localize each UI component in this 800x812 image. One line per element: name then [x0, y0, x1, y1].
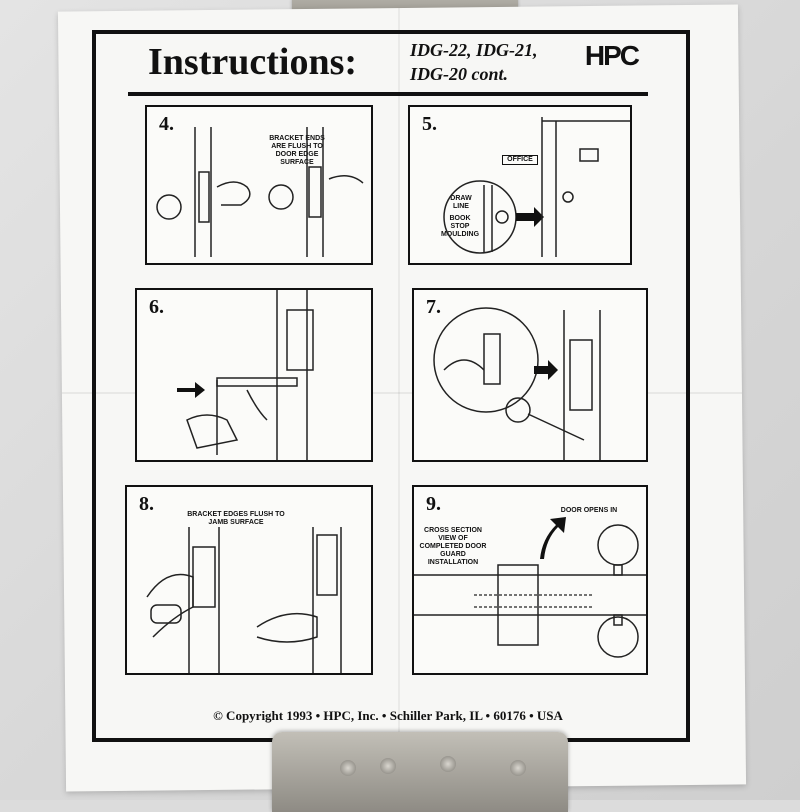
step-9-illustration: [414, 517, 646, 658]
rivet-icon: [440, 756, 456, 772]
step-note: DRAW LINE: [450, 195, 472, 210]
step-number: 4.: [159, 113, 174, 135]
step-note: DOOR OPENS IN: [560, 507, 618, 514]
step-6-illustration: [177, 290, 314, 460]
step-number: 8.: [139, 493, 154, 515]
step-panel-7: 7.: [412, 288, 648, 462]
step-panel-4: 4. BRACKET ENDS ARE FLUSH TO DOOR EDGE S…: [145, 105, 373, 265]
door-guard-hardware-bottom: [272, 732, 568, 812]
hpc-logo: HPC: [584, 40, 640, 71]
rivet-icon: [340, 760, 356, 776]
step-panel-8: 8. BRACKET EDGES FLUSH TO JAMB SURFACE: [125, 485, 373, 675]
step-note: CROSS SECTION VIEW OF COMPLETED DOOR GUA…: [419, 527, 487, 566]
sheet-title: Instructions:: [148, 41, 358, 83]
step-note: BRACKET ENDS ARE FLUSH TO DOOR EDGE SURF…: [269, 135, 325, 166]
step-number: 9.: [426, 493, 441, 515]
step-note: BRACKET EDGES FLUSH TO JAMB SURFACE: [187, 511, 285, 526]
step-4-illustration: [156, 127, 364, 257]
subtitle-line-1: IDG-22, IDG-21,: [410, 40, 538, 60]
step-panel-9: 9. DOOR OPENS IN CROSS SECTION VIEW OF C…: [412, 485, 648, 675]
step-panel-6: 6.: [135, 288, 373, 462]
step-number: 6.: [149, 296, 164, 318]
office-sign: OFFICE: [502, 155, 538, 165]
rivet-icon: [380, 758, 396, 774]
step-number: 5.: [422, 113, 437, 135]
subtitle-line-2: IDG-20 cont.: [410, 64, 508, 84]
sheet-subtitle: IDG-22, IDG-21, IDG-20 cont.: [410, 38, 580, 86]
rivet-icon: [510, 760, 526, 776]
paper-fold-vertical: [398, 8, 400, 788]
paper-fold-horizontal: [62, 392, 742, 394]
step-7-illustration: [433, 307, 601, 460]
step-panel-5: 5. OFFICE DRAW LINE BOOK STOP MOULDING: [408, 105, 632, 265]
copyright-footer: © Copyright 1993 • HPC, Inc. • Schiller …: [213, 708, 563, 723]
step-8-illustration: [146, 527, 342, 673]
step-5-illustration: [443, 117, 630, 257]
step-note: BOOK STOP MOULDING: [440, 215, 480, 238]
sheet-header: Instructions: IDG-22, IDG-21, IDG-20 con…: [128, 30, 648, 96]
step-number: 7.: [426, 296, 441, 318]
